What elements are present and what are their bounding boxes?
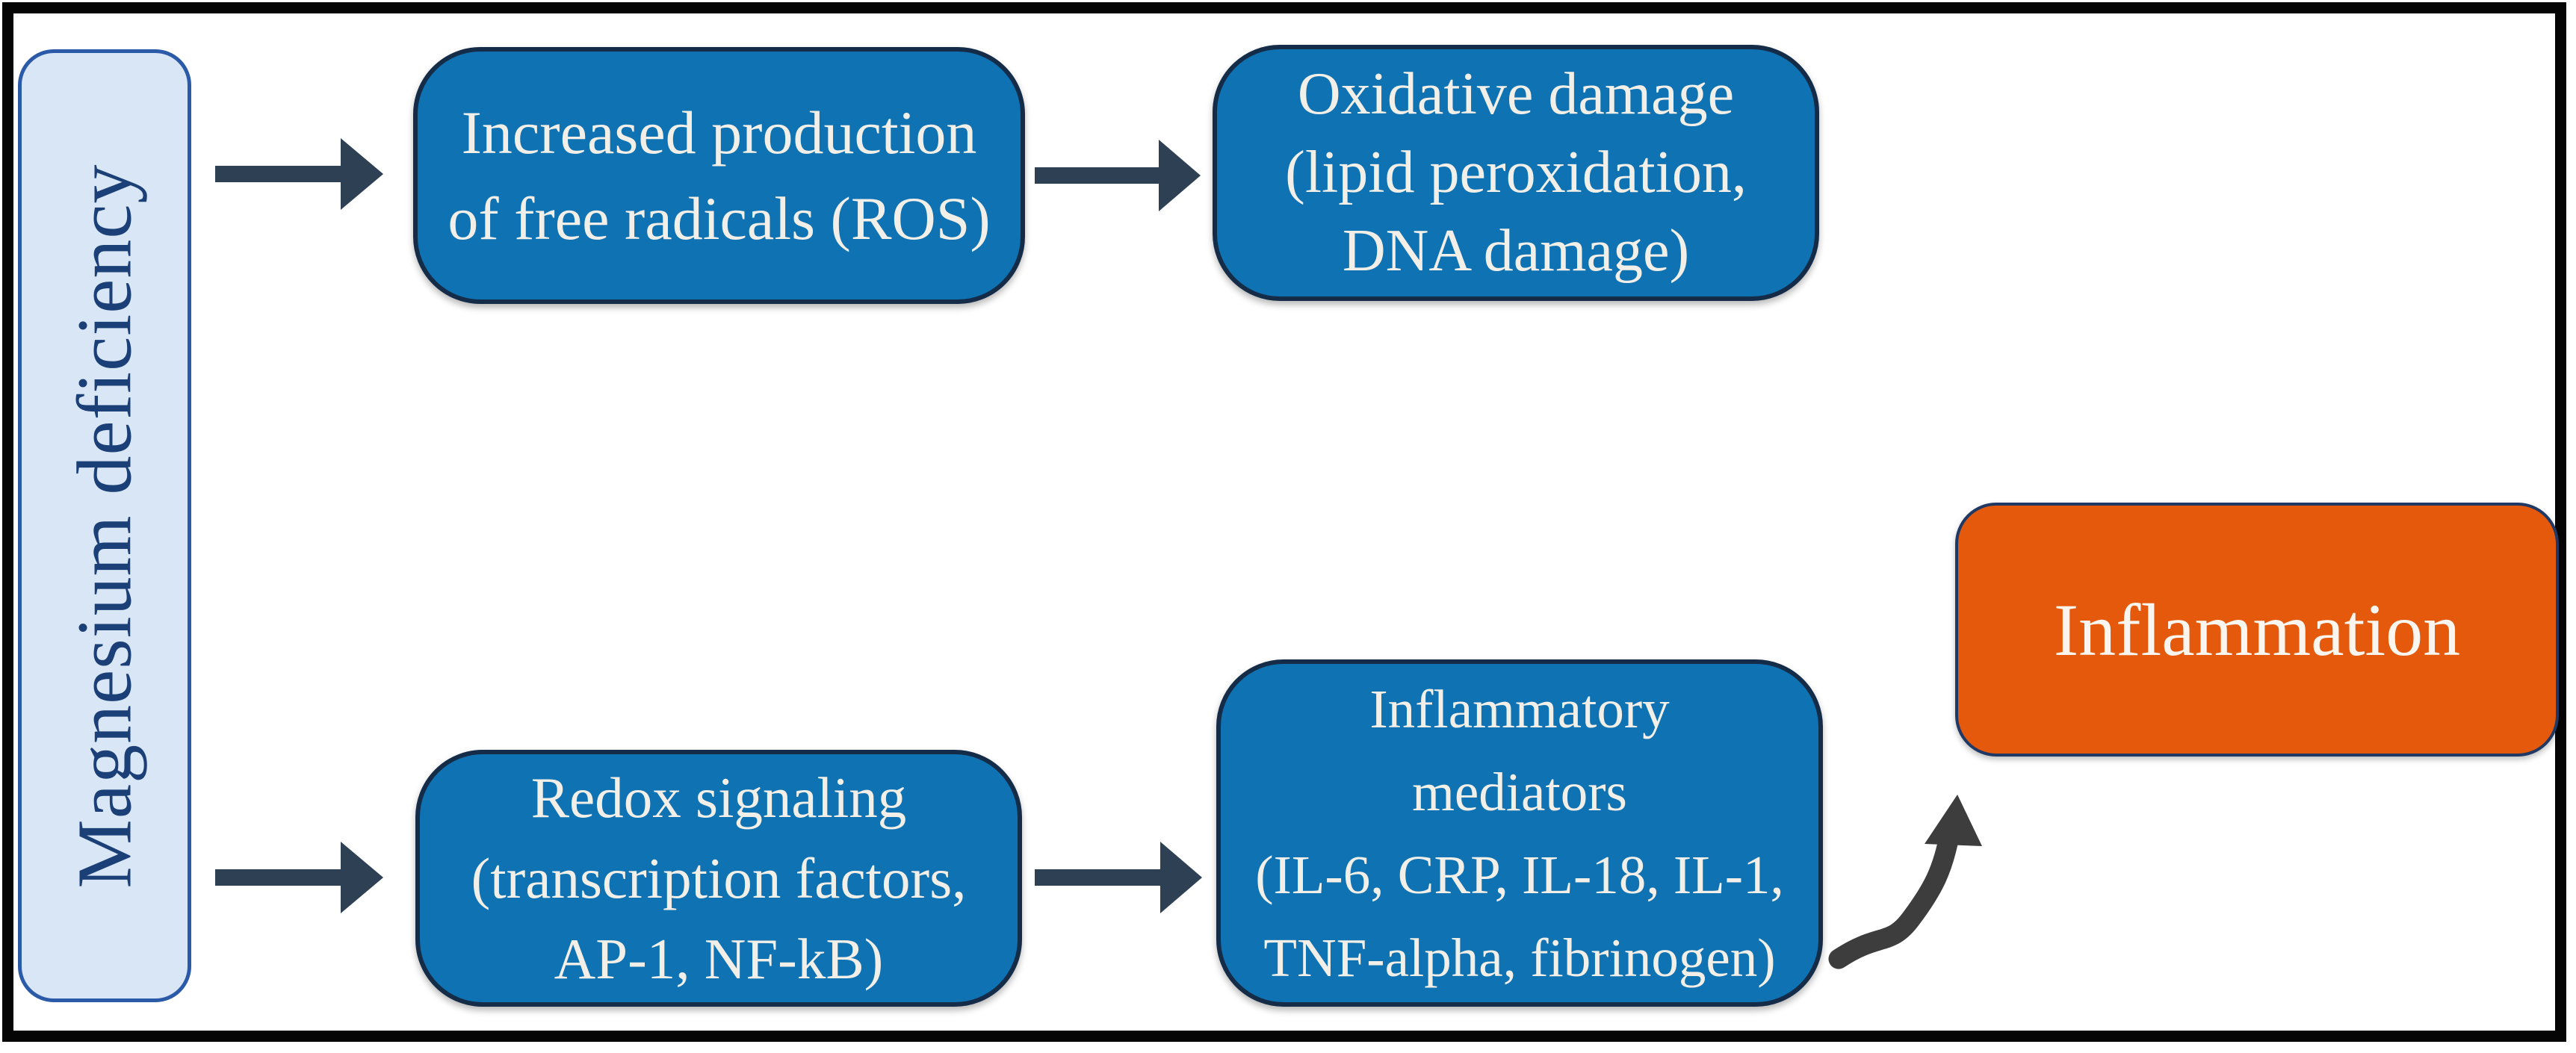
node-oxidative-damage: Oxidative damage (lipid peroxidation, DN…: [1213, 45, 1819, 301]
node-inflammation: Inflammation: [1955, 503, 2559, 757]
node-magnesium-deficiency: Magnesium deficiency: [18, 49, 191, 1002]
node-ros-line-2: of free radicals (ROS): [448, 184, 991, 252]
node-mediators-line-4: TNF-alpha, fibrinogen): [1263, 927, 1776, 988]
node-redox-signaling: Redox signaling (transcription factors, …: [415, 750, 1022, 1007]
node-inflammation-label: Inflammation: [2053, 588, 2461, 671]
node-mediators-line-3: (IL-6, CRP, IL-18, IL-1,: [1255, 844, 1784, 905]
node-redox-line-3: AP-1, NF-kB): [554, 927, 884, 991]
node-mediators-line-2: mediators: [1412, 761, 1627, 822]
node-ros-production: Increased production of free radicals (R…: [413, 47, 1025, 304]
node-oxidative-line-3: DNA damage): [1342, 218, 1690, 284]
node-oxidative-line-1: Oxidative damage: [1297, 61, 1735, 127]
node-inflammatory-mediators: Inflammatory mediators (IL-6, CRP, IL-18…: [1216, 659, 1823, 1007]
node-redox-line-2: (transcription factors,: [471, 846, 967, 910]
node-redox-line-1: Redox signaling: [530, 765, 907, 830]
node-magnesium-deficiency-label: Magnesium deficiency: [61, 163, 148, 889]
node-oxidative-line-2: (lipid peroxidation,: [1285, 140, 1747, 205]
node-mediators-line-1: Inflammatory: [1369, 678, 1670, 739]
node-ros-line-1: Increased production: [461, 99, 977, 167]
